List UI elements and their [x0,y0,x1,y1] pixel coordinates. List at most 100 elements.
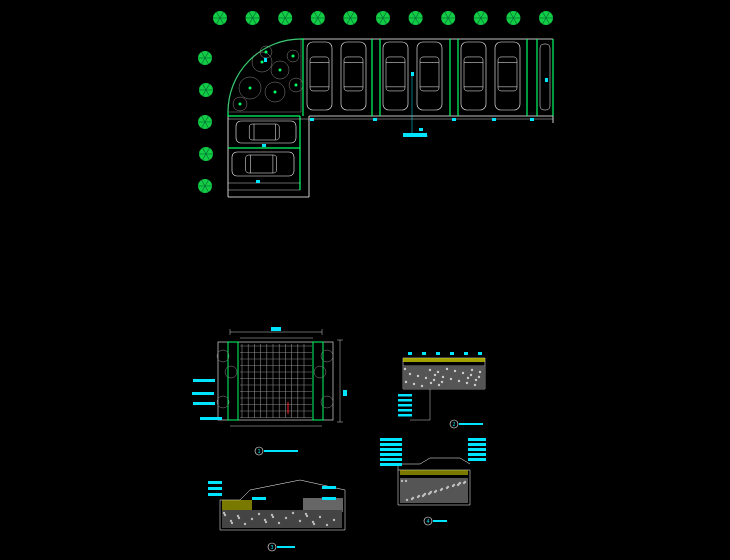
leader-tag [403,133,427,137]
tree-icon [408,11,423,25]
dimension-mark [256,180,260,183]
joint-mark [422,352,426,355]
tree-icon [198,179,212,193]
detail-1-callout-tags [192,379,222,420]
aggregate-dot [470,368,474,372]
tree-icon [539,11,553,25]
detail-2-number: 2 [452,422,455,428]
callout-tag [322,486,336,489]
aggregate-dot [405,498,409,502]
aggregate-dot [433,490,437,494]
shrub-icon [232,96,248,112]
detail-4-callout-tags [380,438,486,502]
aggregate-dot [403,367,407,371]
callout-tag [200,417,222,420]
callout-tag [380,463,402,466]
aggregate-dot [404,380,408,384]
aggregate-dot [230,521,234,525]
callout-tag [398,414,412,417]
tree-icon [310,11,325,25]
aggregate-dot [436,370,440,374]
detail-2-section: 2 [398,352,486,429]
callout-tag [380,448,402,451]
parked-cars-row [306,41,551,111]
aggregate-dot [236,514,240,518]
car-icon [231,151,295,177]
shrub-icon [238,76,262,100]
shrub-icon [216,395,230,409]
shrub-icon [286,49,300,63]
aggregate-dot [427,492,431,496]
aggregate-dot [223,513,227,517]
aggregate-dot [304,512,308,516]
aggregate-dot [441,375,445,379]
aggregate-dot [457,379,461,383]
shrub-symbols [232,45,304,112]
aggregate-dot [421,494,425,498]
aggregate-dot [222,511,226,515]
callout-tag [192,392,214,395]
aggregate-dot [237,516,241,520]
aggregate-dot [408,372,412,376]
aggregate-dot [429,381,433,385]
callout-tag [193,379,215,382]
aggregate-dot [432,378,436,382]
aggregate-dot [453,369,457,373]
detail-1-paving-plan: 1 [192,327,347,456]
plan-dimension-marks [256,58,548,183]
dimension-mark [530,118,534,121]
aggregate-dot [474,378,478,382]
aggregate-dot [410,497,414,501]
dimension-mark [452,118,456,121]
aggregate-dot [270,513,274,517]
car-icon [539,43,551,111]
car-icon [235,120,297,144]
joint-mark [408,352,412,355]
aggregate-dot [257,512,261,516]
callout-tag [468,458,486,461]
section-joints [403,352,482,388]
aggregate-dot [478,370,482,374]
aggregate-dot [469,373,473,377]
aggregate-dot [477,375,481,379]
tree-icon [198,51,212,65]
callout-tag [380,458,402,461]
aggregate-dot [325,523,329,527]
callout-tag [208,487,222,490]
detail-1-number: 1 [257,449,260,455]
aggregate-dot [437,383,441,387]
aggregate-dot [250,517,254,521]
dimension-mark [264,58,267,62]
detail-3-marker [267,542,277,552]
aggregate-dot [466,376,470,380]
callout-tag [380,438,402,441]
aggregate-dot [332,518,336,522]
tree-icon [199,147,213,161]
callout-tag [398,394,412,397]
detail-2-marker [449,419,459,429]
aggregate-dot [277,521,281,525]
tree-icon [343,11,358,25]
callout-tag [193,402,215,405]
aggregate-dot [318,515,322,519]
aggregate-dot [440,380,444,384]
aggregate-dot [420,384,424,388]
tree-icon [473,11,488,25]
tree-icon [376,11,390,25]
tree-icon [278,11,293,25]
car-icon [306,41,333,111]
aggregate-dot [291,511,295,515]
dimension-mark [545,78,548,82]
detail-1-marker [254,446,264,456]
aggregate-dot [263,518,267,522]
aggregate-dot [264,520,268,524]
dimension-mark [411,72,414,76]
tree-icon [199,83,213,97]
tree-icon [245,11,260,25]
detail-2-callout-tags [398,394,412,417]
detail-3-curb-section: 3 [208,479,346,552]
aggregate-dot [449,377,453,381]
aggregate-dot [312,522,316,526]
parking-boundary [227,38,554,198]
callout-tag [208,481,222,484]
